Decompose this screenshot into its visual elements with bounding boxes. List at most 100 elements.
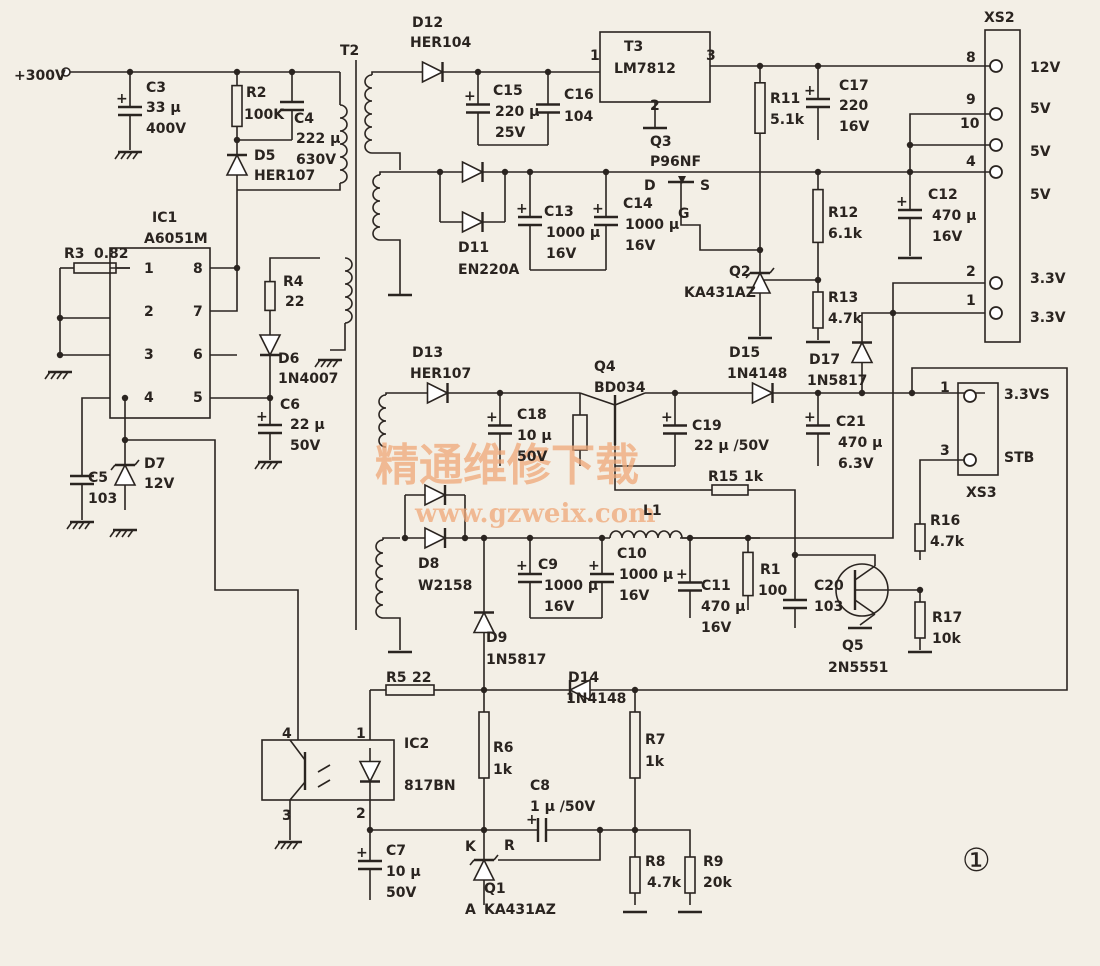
c5-capacitor bbox=[70, 440, 94, 520]
d17-part: 1N5817 bbox=[807, 373, 867, 389]
ground-hatch bbox=[280, 841, 287, 850]
r6-resistor bbox=[478, 690, 490, 800]
d9-part: 1N5817 bbox=[486, 652, 546, 668]
coil-winding bbox=[609, 530, 683, 539]
c10-capacitor: + bbox=[588, 538, 614, 618]
ground-hatch bbox=[121, 529, 128, 538]
l1-inductor bbox=[609, 530, 683, 539]
plus-sign: + bbox=[464, 89, 476, 105]
coil-winding bbox=[375, 539, 384, 619]
c4-ref: C4 bbox=[294, 111, 314, 127]
xs2-pin-8 bbox=[989, 59, 1003, 73]
q1-pin-a: A bbox=[465, 902, 476, 918]
r13-value: 4.7k bbox=[828, 311, 863, 327]
t2-primary-winding bbox=[339, 104, 348, 184]
c9-value: 1000 μ bbox=[544, 578, 598, 594]
ic2-light-arrow bbox=[317, 764, 331, 773]
c6-rating: 50V bbox=[290, 438, 320, 454]
q3-pin-s: S bbox=[700, 178, 710, 194]
coil-winding bbox=[372, 174, 381, 241]
c21-value: 470 μ bbox=[838, 435, 882, 451]
junction-dot bbox=[461, 534, 469, 542]
ic2-light-arrow bbox=[317, 779, 331, 788]
r6-value: 1k bbox=[493, 762, 513, 778]
junction-dot bbox=[288, 68, 296, 76]
diode-body bbox=[225, 153, 249, 176]
ic2-part: 817BN bbox=[404, 778, 456, 794]
plus-sign: + bbox=[356, 845, 368, 861]
c13-ref: C13 bbox=[544, 204, 574, 220]
diode-body bbox=[461, 160, 485, 184]
xs3-pin1-num: 1 bbox=[940, 380, 950, 396]
r1-value: 100 bbox=[758, 583, 787, 599]
r11-resistor bbox=[754, 66, 766, 150]
r11-value: 5.1k bbox=[770, 112, 805, 128]
c21-ref: C21 bbox=[836, 414, 866, 430]
junction-dot bbox=[916, 586, 924, 594]
resistor-body bbox=[478, 711, 490, 779]
xs2-pin-1 bbox=[989, 306, 1003, 320]
d9-diode bbox=[472, 600, 496, 645]
resistor-body bbox=[684, 856, 696, 894]
junction-dot bbox=[401, 534, 409, 542]
junction-dot bbox=[233, 264, 241, 272]
ic1-ref: IC1 bbox=[152, 210, 177, 226]
c8-ref: C8 bbox=[530, 778, 550, 794]
t2-sec-winding-top bbox=[364, 74, 373, 154]
r16-resistor bbox=[914, 515, 926, 560]
ic2-emitter bbox=[289, 781, 306, 801]
xs2-pin10-label: 5V bbox=[1030, 144, 1051, 160]
plus-sign: + bbox=[592, 201, 604, 217]
c8-capacitor: + bbox=[484, 812, 600, 842]
ground-hatch bbox=[56, 371, 63, 380]
junction-dot bbox=[814, 168, 822, 176]
c16-value: 104 bbox=[564, 109, 593, 125]
t2-aux-winding bbox=[344, 257, 353, 324]
t2-label: T2 bbox=[340, 43, 359, 59]
diode-body bbox=[472, 858, 496, 881]
junction-dot bbox=[366, 826, 374, 834]
plus-sign: + bbox=[116, 91, 128, 107]
d8-part: W2158 bbox=[418, 578, 472, 594]
resistor-body bbox=[754, 82, 766, 135]
junction-dot bbox=[233, 68, 241, 76]
r7-value: 1k bbox=[645, 754, 665, 770]
d12-part: HER104 bbox=[410, 35, 472, 51]
xs2-connector bbox=[984, 29, 1021, 343]
resistor-body bbox=[385, 684, 435, 696]
zener-tick bbox=[469, 859, 475, 866]
watermark-cn: 精通维修下载 bbox=[375, 440, 639, 491]
wire bbox=[330, 323, 346, 351]
wire bbox=[269, 257, 320, 272]
ic1-pin5: 5 bbox=[193, 390, 203, 406]
r7-resistor bbox=[629, 690, 641, 800]
c11-value: 470 μ bbox=[701, 599, 745, 615]
r9-resistor bbox=[684, 845, 696, 905]
c13-capacitor: + bbox=[516, 172, 542, 270]
plus-sign: + bbox=[896, 194, 908, 210]
ground-hatch bbox=[127, 529, 134, 538]
xs2-pin2-label: 3.3V bbox=[1030, 271, 1066, 287]
plus-sign: + bbox=[516, 201, 528, 217]
junction-dot bbox=[501, 168, 509, 176]
plus-sign: + bbox=[804, 83, 816, 99]
zener-tick bbox=[110, 464, 116, 471]
c3-value: 33 μ bbox=[146, 100, 181, 116]
ic2-ground bbox=[274, 840, 302, 850]
junction-dot bbox=[889, 309, 897, 317]
ground-hatch bbox=[254, 461, 261, 470]
wire bbox=[498, 830, 601, 861]
c9-capacitor: + bbox=[516, 538, 542, 618]
coil-winding bbox=[378, 394, 387, 448]
ic1-pin8: 8 bbox=[193, 261, 203, 277]
d15-part: 1N4148 bbox=[727, 366, 787, 382]
diode-body bbox=[424, 483, 447, 507]
ic2-ref: IC2 bbox=[404, 736, 429, 752]
c18-rating: 50V bbox=[517, 449, 547, 465]
r15-resistor bbox=[700, 484, 760, 496]
xs2-pin8-label: 12V bbox=[1030, 60, 1060, 76]
junction-dot bbox=[596, 826, 604, 834]
wire bbox=[380, 239, 401, 295]
wire bbox=[795, 554, 876, 566]
